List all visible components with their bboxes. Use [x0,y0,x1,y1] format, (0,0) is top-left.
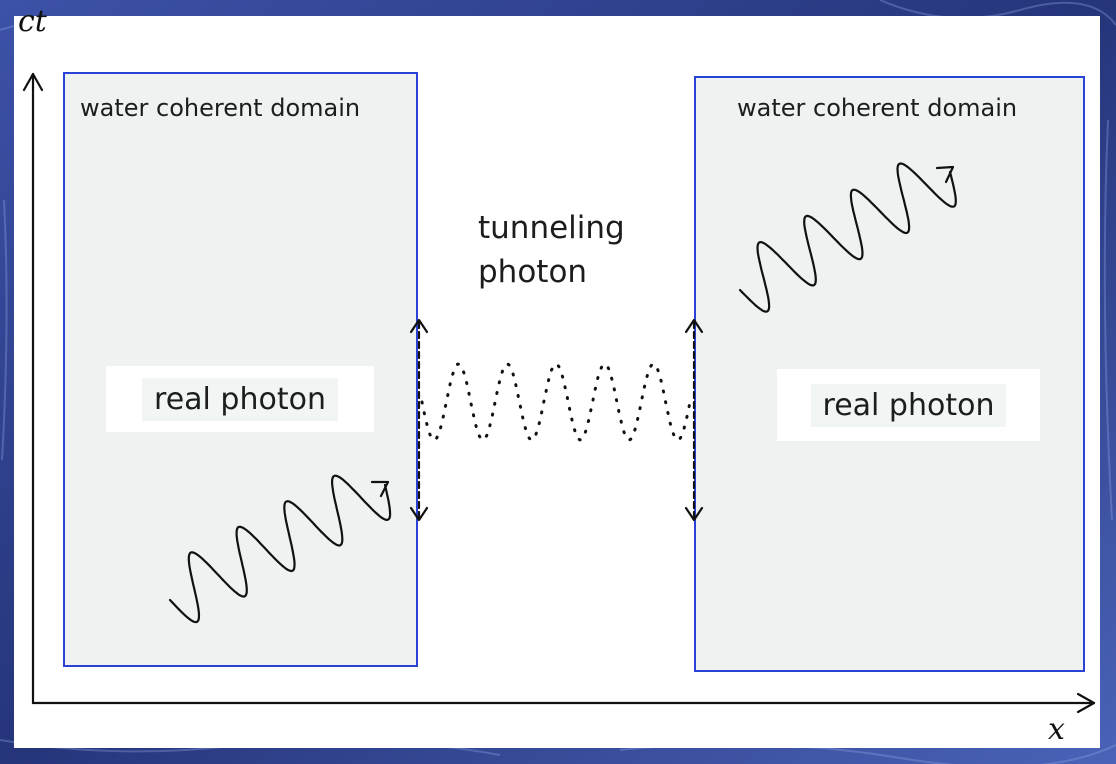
left-boundary-arrowhead-top [409,318,429,334]
left-wave-arrowhead [370,480,390,498]
y-axis-label: ct [18,4,47,39]
right-real-photon-label: real photon [777,369,1040,441]
tunneling-label-line2: photon [478,254,588,290]
tunneling-label-line1: tunneling [478,210,625,246]
left-real-photon-wave [168,474,392,624]
right-real-photon-text: real photon [810,383,1007,427]
right-wave-arrowhead [935,165,955,184]
left-real-photon-text: real photon [142,377,338,421]
right-real-photon-wave [738,162,957,313]
right-boundary-arrowhead-top [684,318,704,334]
right-boundary-arrowhead-bottom [684,506,704,522]
left-real-photon-label: real photon [106,366,374,432]
ct-axis-arrowhead [22,72,44,92]
left-boundary-arrowhead-bottom [409,506,429,522]
x-axis-label: x [1048,712,1065,747]
right-domain-title: water coherent domain [737,94,1018,122]
tunneling-photon-label: tunneling photon [478,206,625,294]
tunneling-photon-wave [420,362,692,442]
left-domain-title: water coherent domain [80,94,361,122]
x-axis-arrowhead [1076,692,1096,714]
